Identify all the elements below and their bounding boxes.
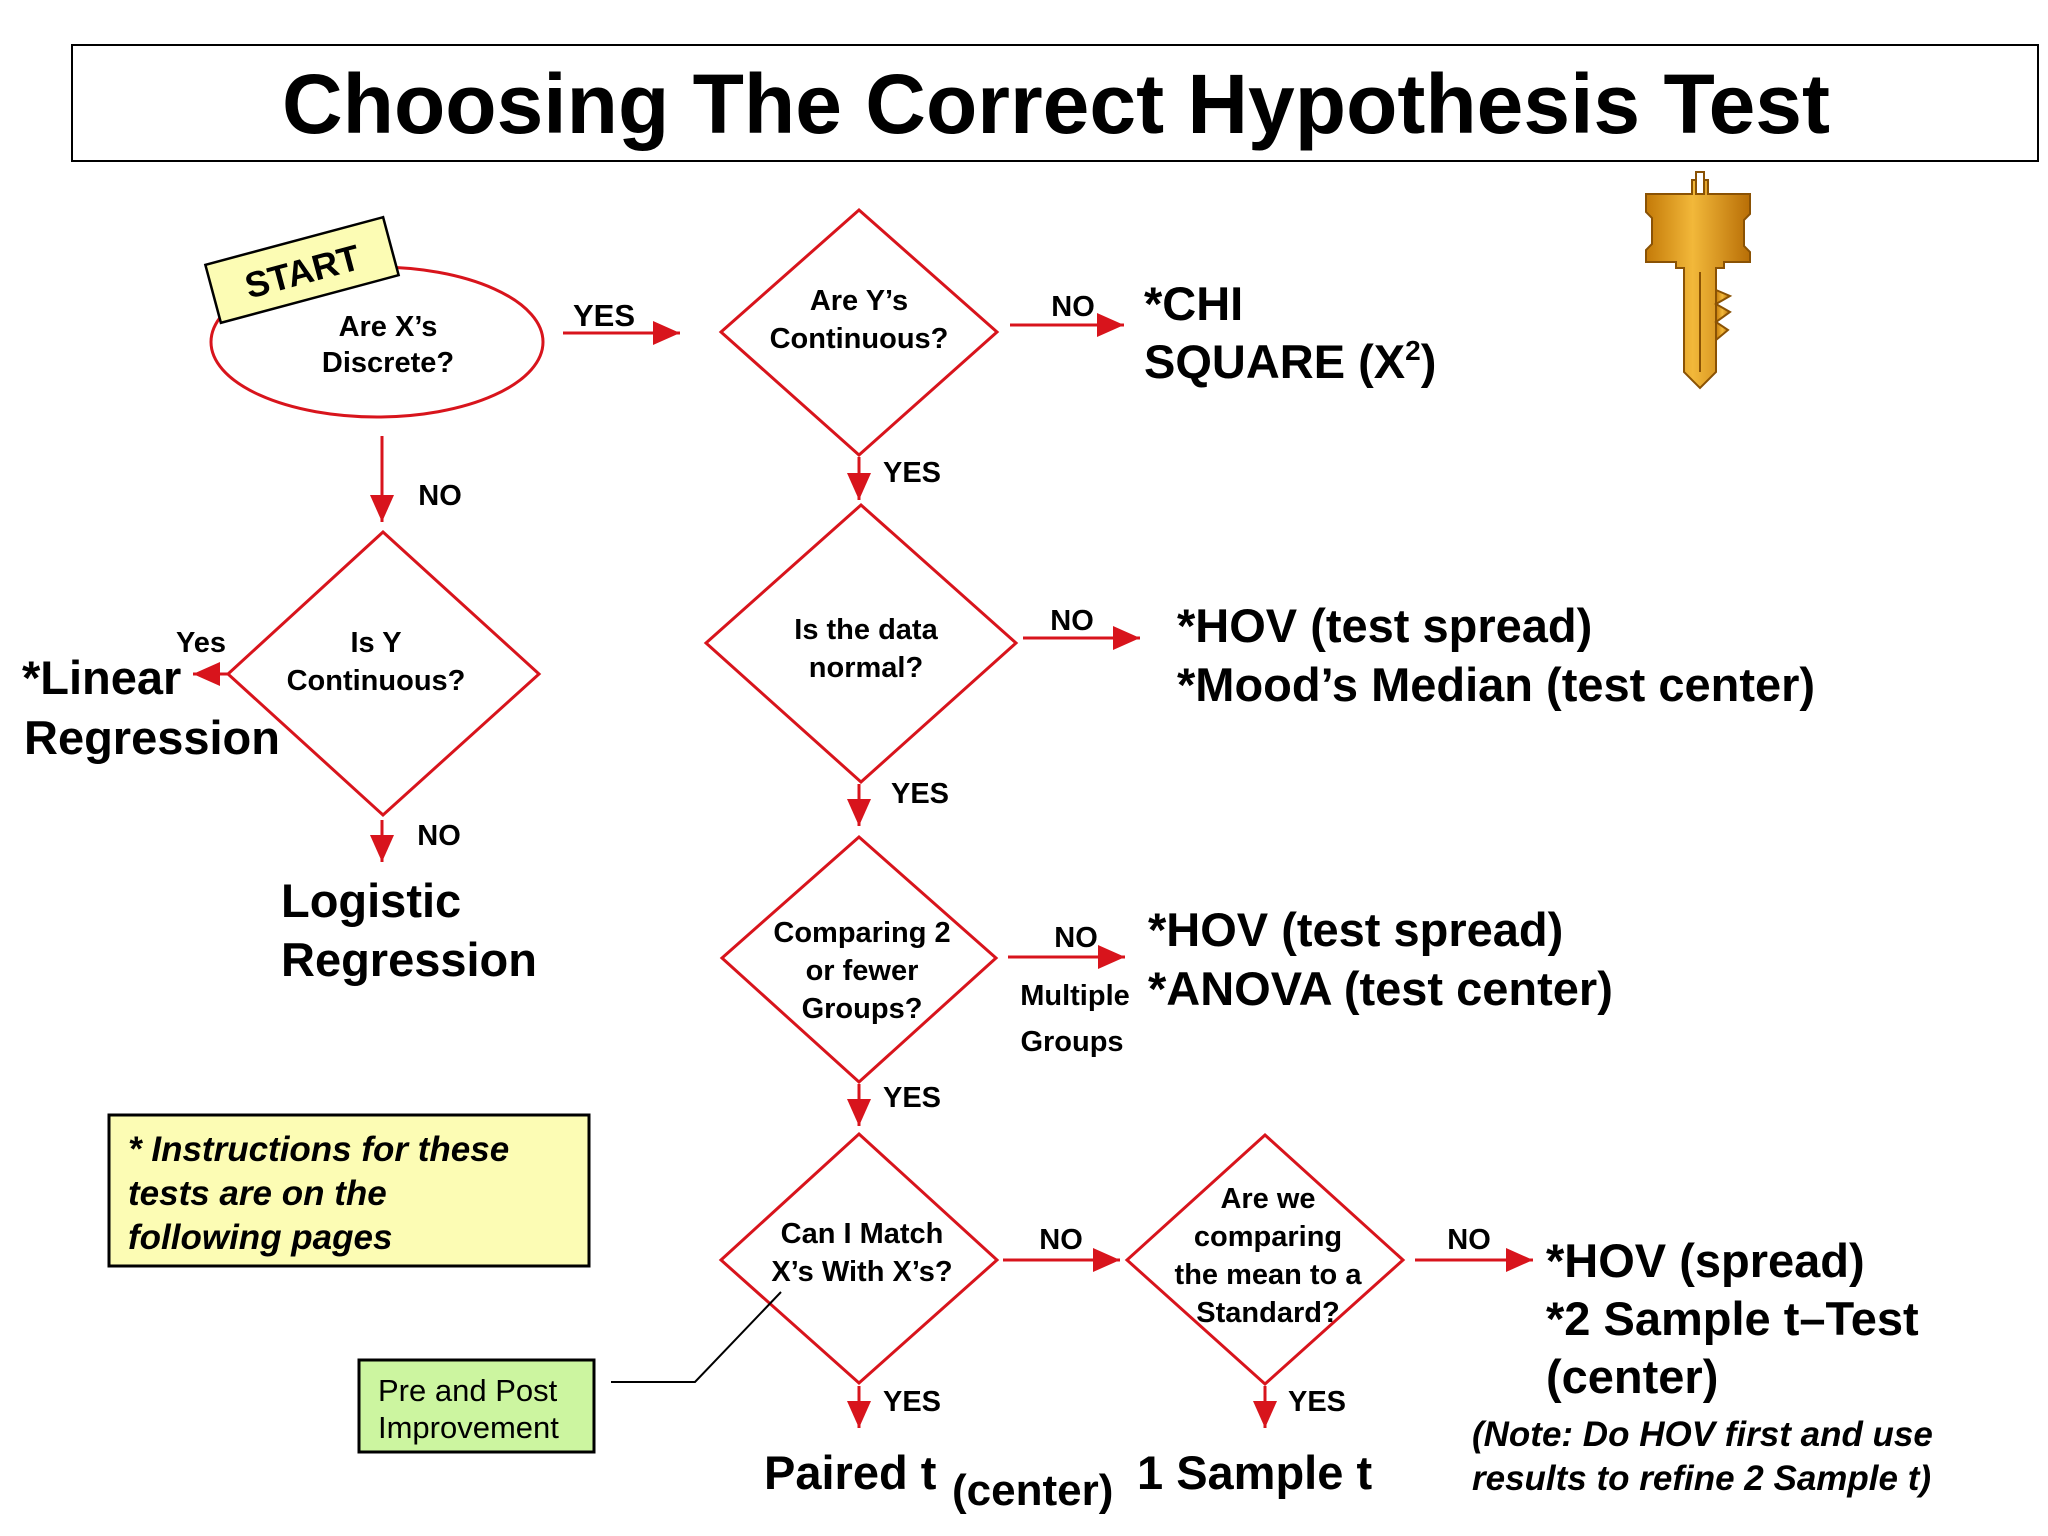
y-continuous-top-line1: Are Y’s — [810, 285, 908, 317]
result-hov-anova-line1: *HOV (test spread) — [1148, 903, 1563, 956]
instructions-line2: tests are on the — [128, 1174, 387, 1213]
label-yes-paired: YES — [883, 1386, 941, 1418]
label-yes-normal-top: YES — [883, 457, 941, 489]
result-one-sample-t: 1 Sample t — [1137, 1446, 1372, 1499]
result-hov-mood-line2: *Mood’s Median (test center) — [1177, 658, 1815, 711]
y-continuous-left-line1: Is Y — [350, 627, 401, 659]
callout-line2: Improvement — [378, 1410, 559, 1445]
label-yes-match: YES — [883, 1082, 941, 1114]
label-yes-linear: Yes — [176, 627, 226, 659]
label-no-groups: NO — [1054, 922, 1098, 954]
standard-line3: the mean to a — [1175, 1259, 1363, 1291]
page-title: Choosing The Correct Hypothesis Test — [282, 57, 1830, 151]
label-no-standard: NO — [1447, 1224, 1491, 1256]
result-logistic-line2: Regression — [281, 933, 537, 986]
note-line1: (Note: Do HOV first and use — [1472, 1415, 1933, 1454]
label-groups: Groups — [1020, 1026, 1123, 1058]
data-normal-line2: normal? — [809, 652, 923, 684]
label-no-normal: NO — [1050, 605, 1094, 637]
label-multiple: Multiple — [1020, 980, 1130, 1012]
title-box — [71, 44, 2039, 162]
x-discrete-line1: Are X’s — [339, 311, 438, 343]
standard-line2: comparing — [1194, 1221, 1342, 1253]
result-linear-line1: *Linear — [22, 651, 181, 704]
result-chi-superscript: 2 — [1405, 335, 1421, 366]
label-yes-groups: YES — [891, 778, 949, 810]
result-hov-anova-line2: *ANOVA (test center) — [1148, 962, 1613, 1015]
instructions-box — [107, 1113, 591, 1268]
y-continuous-left-line2: Continuous? — [287, 665, 466, 697]
match-x-line2: X’s With X’s? — [771, 1256, 952, 1288]
label-no-match: NO — [1039, 1224, 1083, 1256]
y-continuous-top-line2: Continuous? — [770, 323, 949, 355]
result-chi-line2: SQUARE (X2) — [1144, 335, 1436, 388]
instructions-line1: * Instructions for these — [128, 1130, 509, 1169]
instructions-line3: following pages — [128, 1218, 392, 1257]
note-line2: results to refine 2 Sample t) — [1472, 1459, 1931, 1498]
result-hov-mood-line1: *HOV (test spread) — [1177, 599, 1592, 652]
callout-box — [357, 1358, 596, 1454]
result-hov-two-line3: (center) — [1546, 1350, 1718, 1403]
two-groups-line1: Comparing 2 — [773, 917, 950, 949]
flow-arrows — [193, 313, 1533, 1428]
label-no-chi: NO — [1051, 291, 1095, 323]
two-groups-decision — [719, 834, 999, 1085]
y-continuous-top-decision — [718, 207, 1000, 458]
result-hov-two-line1: *HOV (spread) — [1546, 1234, 1865, 1287]
label-yes-one-sample: YES — [1288, 1386, 1346, 1418]
standard-decision — [1124, 1132, 1406, 1387]
result-center: (center) — [952, 1466, 1113, 1515]
result-hov-two-line2: *2 Sample t–Test — [1546, 1292, 1919, 1345]
x-discrete-line2: Discrete? — [322, 347, 454, 379]
label-yes-x-discrete: YES — [573, 298, 635, 333]
standard-line4: Standard? — [1196, 1297, 1339, 1329]
result-linear-line2: Regression — [24, 711, 280, 764]
two-groups-line3: Groups? — [802, 993, 923, 1025]
label-no-x-discrete: NO — [418, 480, 462, 512]
start-tag: START — [203, 215, 401, 325]
match-x-decision — [718, 1131, 1000, 1386]
match-x-line1: Can I Match — [781, 1218, 944, 1250]
result-chi-close: ) — [1421, 335, 1437, 388]
standard-line1: Are we — [1220, 1183, 1315, 1215]
key-icon — [1645, 171, 1751, 390]
result-chi-line1: *CHI — [1144, 277, 1243, 330]
data-normal-decision — [703, 502, 1019, 785]
result-paired-t: Paired t — [764, 1446, 937, 1499]
callout-line1: Pre and Post — [378, 1373, 558, 1408]
two-groups-line2: or fewer — [806, 955, 919, 987]
result-logistic-line1: Logistic — [281, 874, 461, 927]
label-no-logistic: NO — [417, 820, 461, 852]
y-continuous-left-decision — [225, 529, 542, 818]
result-chi-square-text: SQUARE (X — [1144, 335, 1405, 388]
callout-connector — [611, 1291, 782, 1383]
data-normal-line1: Is the data — [794, 614, 938, 646]
